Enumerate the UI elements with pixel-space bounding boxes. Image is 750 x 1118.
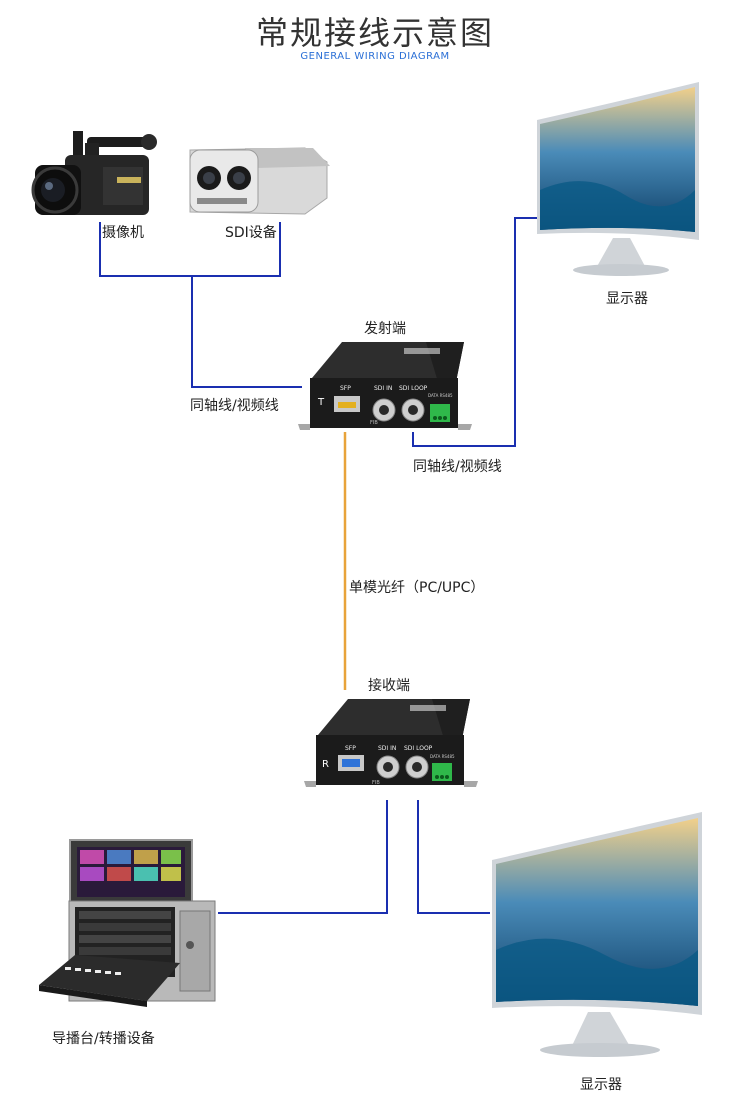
sdi-device-label: SDI设备 — [225, 225, 277, 241]
rx-port-letter: R — [322, 759, 329, 770]
camera-label: 摄像机 — [102, 225, 144, 241]
coax-wire-to-transmitter — [191, 276, 302, 388]
switcher-station-icon — [39, 839, 216, 1007]
sdi-camera-icon — [189, 147, 330, 215]
coax-wire-receiver-to-switcher — [218, 800, 388, 914]
tx-fiber-mark: FIB — [370, 420, 378, 426]
tx-terminal-label: DATA RS485 — [428, 393, 453, 398]
receiver-label: 接收端 — [368, 678, 410, 694]
monitor-bottom-label: 显示器 — [580, 1077, 622, 1093]
coax-label-right: 同轴线/视频线 — [413, 459, 502, 475]
fiber-label: 单模光纤（PC/UPC） — [349, 580, 485, 596]
diagram-title: 常规接线示意图 — [255, 14, 494, 52]
camcorder-icon — [31, 131, 157, 215]
rx-fiber-mark: FIB — [372, 780, 380, 786]
rx-sdi-in-label: SDI IN — [378, 745, 397, 752]
rx-sfp-label: SFP — [345, 745, 356, 752]
rx-terminal-label: DATA RS485 — [430, 754, 455, 759]
coax-wire-sources — [99, 222, 281, 277]
tx-sfp-label: SFP — [340, 385, 351, 392]
coax-wire-receiver-to-monitor — [417, 800, 490, 914]
diagram-subtitle: GENERAL WIRING DIAGRAM — [300, 51, 450, 62]
monitor-top-icon — [537, 82, 699, 276]
transmitter-label: 发射端 — [364, 321, 406, 337]
coax-label-left: 同轴线/视频线 — [190, 398, 279, 414]
receiver-device — [304, 699, 478, 787]
monitor-top-label: 显示器 — [606, 291, 648, 307]
transmitter-device — [298, 342, 472, 430]
switcher-label: 导播台/转播设备 — [52, 1031, 155, 1047]
rx-sdi-loop-label: SDI LOOP — [404, 745, 433, 752]
tx-sdi-in-label: SDI IN — [374, 385, 393, 392]
monitor-bottom-icon — [492, 812, 702, 1057]
tx-port-letter: T — [318, 397, 325, 408]
coax-wire-transmitter-to-monitor — [412, 217, 537, 447]
tx-sdi-loop-label: SDI LOOP — [399, 385, 428, 392]
